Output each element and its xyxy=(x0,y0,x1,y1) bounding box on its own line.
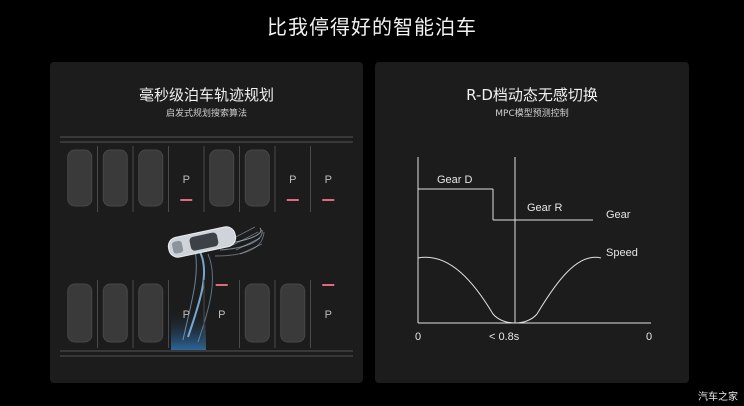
parked-car xyxy=(244,149,270,207)
gear-panel-title: R-D档动态无感切换 xyxy=(466,86,598,104)
parking-spot-label: P xyxy=(325,174,332,186)
parking-spot-label: P xyxy=(218,309,225,321)
parked-car xyxy=(67,149,93,207)
planned-trajectory xyxy=(182,226,265,343)
trajectory-panel-subtitle: 启发式规划搜索算法 xyxy=(165,109,247,119)
slot-marker xyxy=(322,199,335,201)
page-title: 比我停得好的智能泊车 xyxy=(267,15,477,39)
gear-r-label: Gear R xyxy=(527,202,563,214)
ego-car xyxy=(167,226,237,258)
parked-car xyxy=(244,283,270,343)
x-left-label: 0 xyxy=(415,331,421,343)
trajectory-panel-title: 毫秒级泊车轨迹规划 xyxy=(138,86,274,104)
parked-car xyxy=(138,283,164,343)
slot-marker xyxy=(180,199,193,201)
gear-switch-panel: R-D档动态无感切换 MPC模型预测控制 Gear D Gear R Gear … xyxy=(375,62,689,383)
parked-car xyxy=(102,149,128,207)
gear-d-label: Gear D xyxy=(437,174,473,186)
parked-car xyxy=(102,283,128,343)
parked-car xyxy=(138,149,164,207)
x-mid-label: < 0.8s xyxy=(489,331,520,343)
gear-series-label: Gear xyxy=(606,209,631,221)
speed-curve xyxy=(417,256,602,324)
gear-speed-diagram: Gear D Gear R Gear Speed 0 < 0.8s 0 xyxy=(415,157,652,343)
parked-car xyxy=(67,283,93,343)
parking-spot-label: P xyxy=(325,309,332,321)
parking-lot-diagram: P P P P P P xyxy=(60,136,353,357)
x-right-label: 0 xyxy=(646,331,652,343)
speed-series-label: Speed xyxy=(606,247,638,259)
target-spot-label: P xyxy=(183,309,190,321)
watermark: 汽车之家 xyxy=(698,392,738,403)
parked-car xyxy=(280,283,306,343)
parking-spot-label: P xyxy=(183,174,190,186)
slot-marker xyxy=(322,284,335,286)
slot-marker xyxy=(215,284,228,286)
slot-marker xyxy=(286,199,299,201)
parking-spot-label: P xyxy=(289,174,296,186)
trajectory-planning-panel: 毫秒级泊车轨迹规划 启发式规划搜索算法 xyxy=(50,62,363,383)
gear-panel-subtitle: MPC模型预测控制 xyxy=(495,109,569,119)
parked-car xyxy=(209,149,235,207)
